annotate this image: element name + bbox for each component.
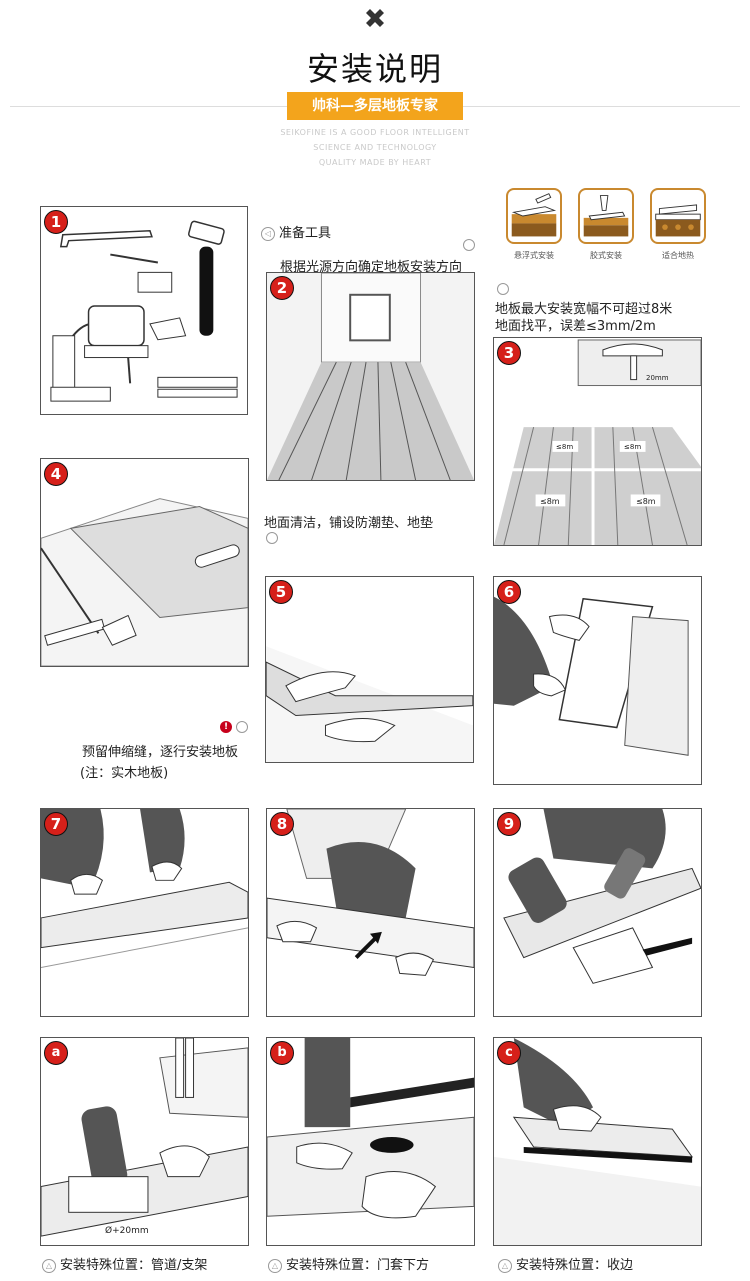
triangle-icon [463,239,475,251]
triangle-icon [266,532,278,544]
door-frame-illustration [267,1038,474,1219]
step-9-panel: 9 [493,808,702,1017]
step-badge: 3 [497,341,521,365]
edge-trim-illustration [494,1038,701,1245]
brand-banner: 帅科—多层地板专家 [287,92,463,120]
page-title: 安装说明 [306,50,443,88]
step-badge: 4 [44,462,68,486]
step-badge: 5 [269,580,293,604]
install-type-label: 悬浮式安装 [514,251,554,260]
step-6-panel: 6 [493,576,702,785]
step-3-caption-2: 地面找平，误差≤3mm/2m [495,319,656,334]
plank-press-illustration [41,809,248,968]
width-label: ≤8m [624,443,642,451]
step-b-panel: b [266,1037,475,1246]
step-5-caption: 预留伸缩缝，逐行安装地板 [82,745,239,760]
floor-cleaning-illustration [41,498,248,666]
subtitle-line: SCIENCE AND TECHNOLOGY [313,143,437,152]
subtitle-line: QUALITY MADE BY HEART [318,158,432,167]
close-x-icon [366,9,384,27]
step-badge: 7 [44,812,68,836]
pipe-label: Ø+20mm [105,1226,149,1236]
step-a-caption: △安装特殊位置：管道/支架 [42,1254,207,1273]
step-a-panel: a Ø+20mm [40,1037,249,1246]
plank-cutting-illustration [503,809,701,984]
step-5-panel: 5 [265,576,474,763]
triangle-icon: ◁ [261,226,275,241]
underfloor-heating-icon [650,188,706,244]
pipe-cutout-illustration [41,1038,248,1237]
step-badge: c [497,1041,521,1065]
width-limit-illustration [494,339,701,545]
banner-line-right [463,106,740,107]
install-type-label: 适合地热 [662,251,694,260]
step-1-panel: 1 [40,206,248,415]
step-badge: 9 [497,812,521,836]
plank-fitting-illustration [494,596,689,756]
width-label: ≤8m [636,497,656,506]
step-b-caption: △安装特殊位置：门套下方 [268,1254,429,1273]
plank-installation-illustration [266,646,473,762]
step-badge: 6 [497,580,521,604]
triangle-icon [236,721,248,733]
triangle-icon [497,283,509,295]
tools-illustration [50,220,238,402]
room-floor-illustration [267,273,474,480]
step-c-panel: c [493,1037,702,1246]
step-1-caption: ◁准备工具 [261,222,331,241]
glue-install-icon [578,188,634,244]
step-5-note: (注：实木地板) [80,766,169,781]
floating-install-icon [506,188,562,244]
step-badge: b [270,1041,294,1065]
triangle-icon: △ [268,1258,282,1273]
step-2-caption: 根据光源方向确定地板安装方向 [280,260,463,275]
step-badge: 2 [270,276,294,300]
gap-label: 20mm [646,374,669,382]
step-badge: 1 [44,210,68,234]
step-4-caption: 地面清洁，铺设防潮垫、地垫 [264,516,434,531]
step-7-panel: 7 [40,808,249,1017]
step-2-panel: 2 [266,272,475,481]
triangle-icon: △ [42,1258,56,1273]
step-badge: a [44,1041,68,1065]
plank-alignment-illustration [267,809,474,976]
width-label: ≤8m [540,497,560,506]
triangle-icon: △ [498,1258,512,1273]
install-type-label: 胶式安装 [590,251,622,260]
step-badge: 8 [270,812,294,836]
step-4-panel: 4 [40,458,249,667]
width-label: ≤8m [556,443,574,451]
step-3-panel: 3 20mm ≤8m ≤8m ≤8m ≤8m [493,337,702,546]
step-8-panel: 8 [266,808,475,1017]
step-c-caption: △安装特殊位置：收边 [498,1254,633,1273]
warning-icon: ! [220,721,232,733]
banner-line-left [10,106,287,107]
step-3-caption-1: 地板最大安装宽幅不可超过8米 [495,302,673,317]
subtitle-line: SEIKOFINE IS A GOOD FLOOR INTELLIGENT [280,128,470,137]
